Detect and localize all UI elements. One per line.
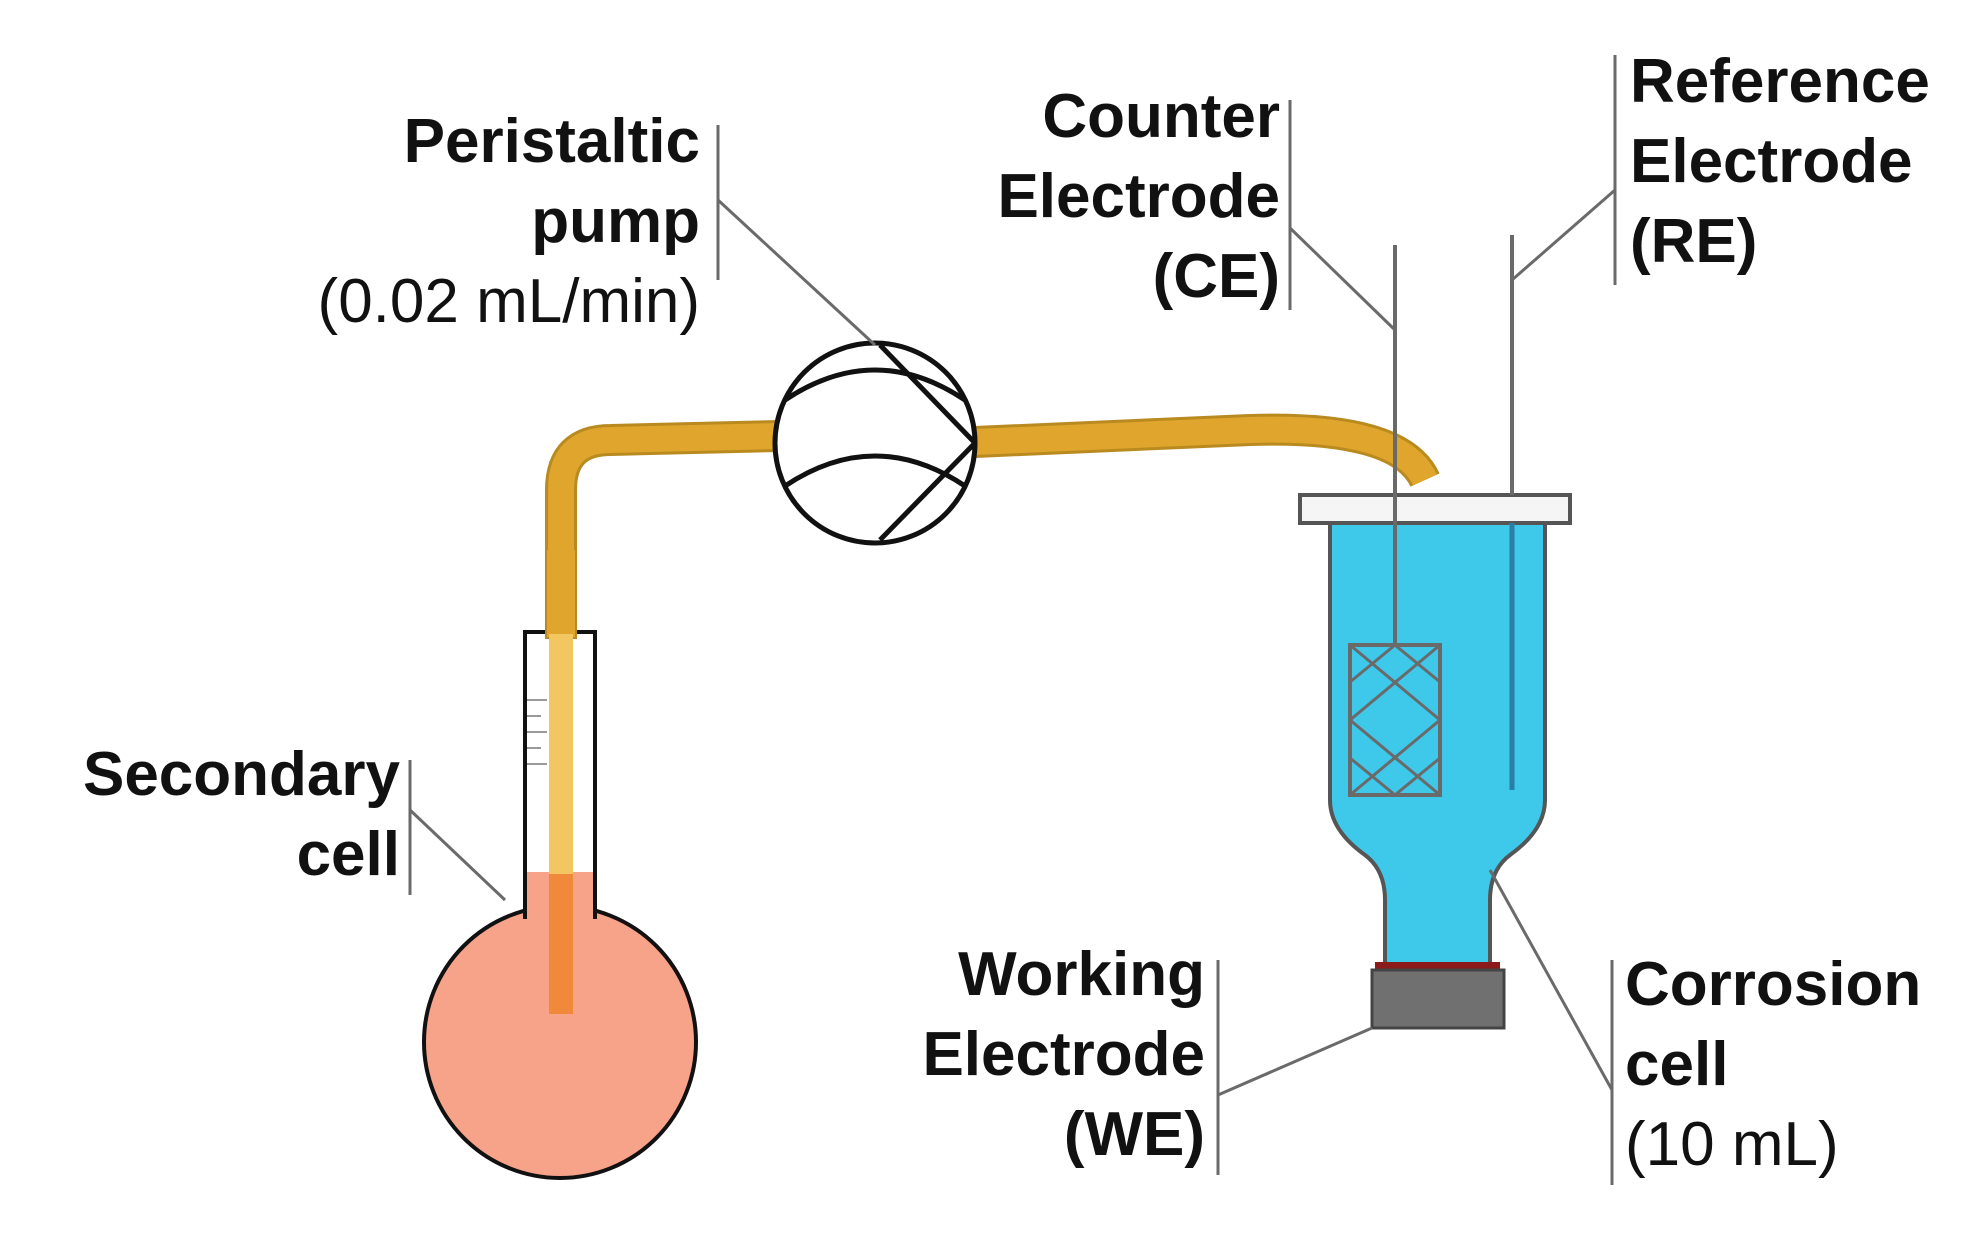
corrosion-cell bbox=[1298, 235, 1572, 1030]
working-electrode-cap bbox=[1370, 968, 1506, 1030]
reference-electrode-label: Reference Electrode (RE) bbox=[1630, 42, 1970, 282]
seal bbox=[1375, 962, 1500, 972]
reference-label-line3: (RE) bbox=[1630, 207, 1758, 276]
secondary-label-line1: Secondary bbox=[82, 740, 400, 809]
counter-electrode-label: Counter Electrode (CE) bbox=[880, 77, 1280, 317]
reference-label-line2: Electrode bbox=[1630, 127, 1913, 196]
pump-label-line3: (0.02 mL/min) bbox=[317, 267, 700, 336]
pump-label: Peristaltic pump (0.02 mL/min) bbox=[240, 102, 700, 342]
working-label-line2: Electrode bbox=[922, 1020, 1205, 1089]
pump-label-line2: pump bbox=[531, 187, 700, 256]
peristaltic-pump-symbol bbox=[772, 340, 978, 546]
secondary-cell-label: Secondary cell bbox=[30, 735, 400, 895]
corrosion-label-line2: cell bbox=[1625, 1030, 1729, 1099]
graduation-ticks bbox=[527, 699, 547, 765]
corrosion-label-line3: (10 mL) bbox=[1625, 1110, 1839, 1179]
leader-lines bbox=[408, 55, 1617, 1185]
tube-in-liquid bbox=[549, 874, 573, 1014]
corrosion-cell-label: Corrosion cell (10 mL) bbox=[1625, 945, 1965, 1185]
counter-label-line3: (CE) bbox=[1152, 242, 1280, 311]
working-label-line1: Working bbox=[958, 940, 1205, 1009]
bottle-lid bbox=[1298, 493, 1572, 525]
counter-label-line2: Electrode bbox=[997, 162, 1280, 231]
counter-electrode-mesh bbox=[1347, 643, 1443, 797]
working-electrode-label: Working Electrode (WE) bbox=[820, 935, 1205, 1175]
secondary-label-line2: cell bbox=[296, 820, 400, 889]
counter-label-line1: Counter bbox=[1042, 82, 1280, 151]
reference-label-line1: Reference bbox=[1630, 47, 1930, 116]
pump-label-line1: Peristaltic bbox=[403, 107, 700, 176]
corrosion-label-line1: Corrosion bbox=[1625, 950, 1922, 1019]
working-label-line3: (WE) bbox=[1063, 1100, 1205, 1169]
